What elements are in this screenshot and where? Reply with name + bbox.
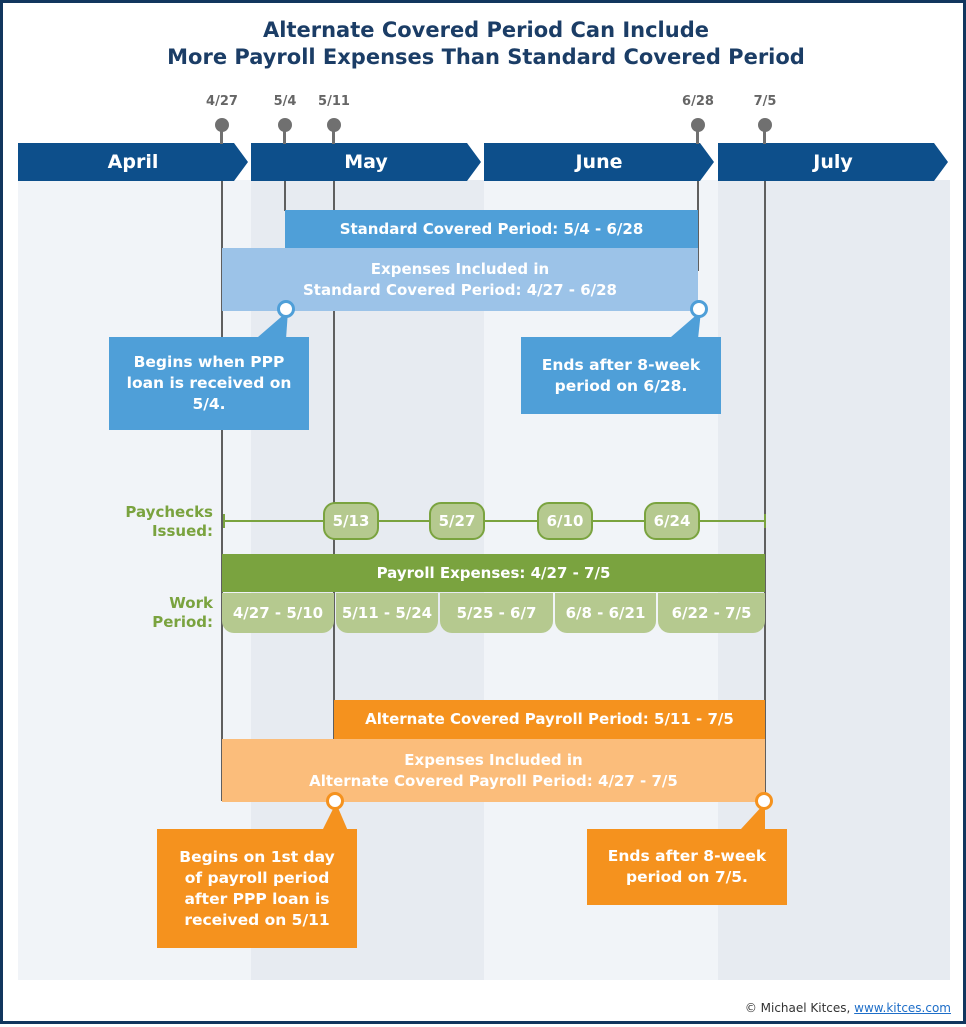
alternate-expenses-bar: Expenses Included in Alternate Covered P…	[222, 739, 765, 802]
alternate-end-marker	[755, 792, 773, 810]
paycheck-5-13: 5/13	[323, 502, 379, 540]
title-line-1: Alternate Covered Period Can Include	[263, 18, 709, 42]
diagram-title: Alternate Covered Period Can Include Mor…	[3, 17, 966, 71]
timeline-6-28	[697, 181, 699, 271]
pin-4-27	[215, 118, 229, 132]
date-label-5-4: 5/4	[273, 94, 297, 109]
paycheck-line	[223, 520, 766, 522]
standard-end-marker	[690, 300, 708, 318]
paycheck-line-start-cap	[223, 514, 225, 528]
work-period-label: Work Period:	[152, 594, 213, 631]
timeline-5-4	[284, 181, 286, 211]
paycheck-6-10: 6/10	[537, 502, 593, 540]
standard-end-callout: Ends after 8-week period on 6/28.	[521, 337, 721, 414]
standard-begin-marker	[277, 300, 295, 318]
standard-begin-callout: Begins when PPP loan is received on 5/4.	[109, 337, 309, 430]
date-label-5-11: 5/11	[318, 94, 350, 109]
pin-5-11	[327, 118, 341, 132]
alternate-covered-period-bar: Alternate Covered Payroll Period: 5/11 -…	[334, 700, 765, 739]
credit: © Michael Kitces, www.kitces.com	[744, 1001, 951, 1015]
work-period-4: 6/8 - 6/21	[555, 593, 656, 633]
callout-pointers	[258, 311, 765, 831]
month-may: May	[251, 143, 481, 181]
standard-covered-period-bar: Standard Covered Period: 5/4 - 6/28	[285, 210, 698, 248]
paychecks-label: Paychecks Issued:	[125, 503, 213, 540]
pin-5-4	[278, 118, 292, 132]
alternate-begin-marker	[326, 792, 344, 810]
alternate-begin-callout: Begins on 1st day of payroll period afte…	[157, 829, 357, 948]
kitces-link[interactable]: www.kitces.com	[854, 1001, 951, 1015]
paycheck-6-24: 6/24	[644, 502, 700, 540]
pin-6-28	[691, 118, 705, 132]
pin-7-5	[758, 118, 772, 132]
timeline-5-11	[333, 181, 335, 739]
paycheck-5-27: 5/27	[429, 502, 485, 540]
standard-expenses-bar: Expenses Included in Standard Covered Pe…	[222, 248, 698, 311]
paycheck-line-end-cap	[764, 514, 766, 528]
date-label-4-27: 4/27	[206, 94, 238, 109]
title-line-2: More Payroll Expenses Than Standard Cove…	[167, 45, 805, 69]
month-july: July	[718, 143, 948, 181]
month-june: June	[484, 143, 714, 181]
work-period-3: 5/25 - 6/7	[440, 593, 553, 633]
payroll-expenses-bar: Payroll Expenses: 4/27 - 7/5	[222, 554, 765, 592]
work-period-5: 6/22 - 7/5	[658, 593, 765, 633]
date-label-7-5: 7/5	[753, 94, 777, 109]
timeline-7-5	[764, 181, 766, 801]
alternate-end-callout: Ends after 8-week period on 7/5.	[587, 829, 787, 905]
month-april: April	[18, 143, 248, 181]
timeline-4-27	[221, 181, 223, 801]
work-period-1: 4/27 - 5/10	[222, 593, 334, 633]
date-label-6-28: 6/28	[682, 94, 714, 109]
work-period-2: 5/11 - 5/24	[336, 593, 438, 633]
